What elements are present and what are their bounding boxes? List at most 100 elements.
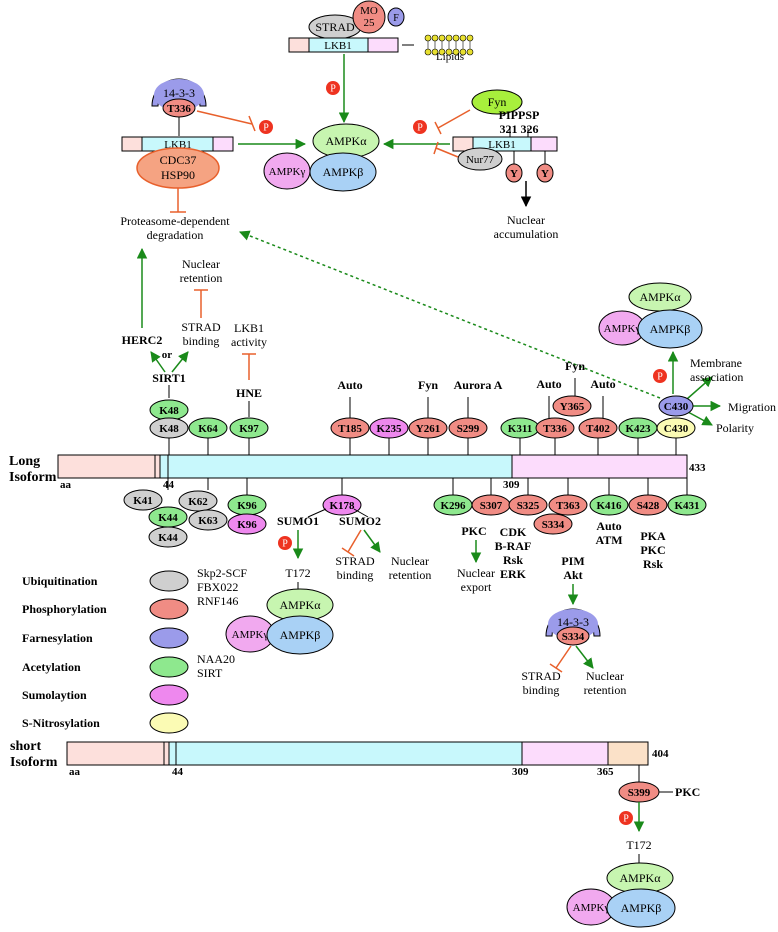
y-site-2	[536, 163, 554, 183]
ampk-beta-label-mid: AMPKβ	[280, 628, 321, 642]
sumo2-nuclear-retention-1: Nuclear	[391, 554, 429, 568]
lkb1-label: LKB1	[324, 40, 352, 52]
long-pos-433: 433	[689, 462, 706, 474]
phospho-badge-1433-label: P	[263, 123, 269, 134]
legend-note-acetylation-1: SIRT	[197, 666, 223, 680]
sumo2-nuclear-retention-2: retention	[389, 568, 432, 582]
k416-kinase-atm: ATM	[595, 533, 622, 547]
above-site-0-label: K48	[159, 405, 179, 417]
ampk-gamma-label: AMPKγ	[269, 166, 306, 178]
ampk-alpha-label-short: AMPKα	[620, 871, 662, 885]
above-site-14-label: C430	[664, 401, 689, 413]
fyn-label: Fyn	[488, 95, 507, 109]
long-kinase-segment	[167, 454, 513, 479]
legend-note-ubiquitination-0: Skp2-SCF	[197, 566, 247, 580]
y-site-1	[505, 163, 523, 183]
below-site-0-mark	[123, 489, 163, 511]
mo25-label-line2: 25	[364, 17, 376, 29]
sumo2-to-nuclear-arrow	[363, 529, 381, 553]
proteasome-label-1: Proteasome-dependent	[120, 214, 230, 228]
ampk-gamma-label-right: AMPKγ	[604, 323, 641, 335]
migration-label: Migration	[728, 400, 776, 414]
above-site-10-label: Y365	[560, 401, 585, 413]
above-site-3-mark	[229, 417, 269, 439]
below-site-15-label: K431	[674, 500, 699, 512]
nur77-inhibition-bar	[433, 141, 439, 155]
legend-swatch-sumoylation	[149, 684, 189, 706]
s334-bound-node	[556, 626, 590, 646]
above-site-5-mark	[369, 417, 409, 439]
protein-1433-label: 14-3-3	[163, 86, 195, 100]
ampk-complex-top: AMPKα AMPKγ AMPKβ	[263, 123, 380, 192]
fyn-sites-top: PIPPSP	[499, 108, 540, 122]
lipid-head-bottom-0	[424, 48, 432, 56]
mo25-node	[352, 0, 386, 34]
above-site-12-label: K423	[625, 423, 651, 435]
legend: UbiquitinationSkp2-SCFFBX022RNF146Phosph…	[22, 566, 247, 734]
s428-kinase-rsk: Rsk	[643, 557, 663, 571]
s325-kinase-cdk: CDK	[500, 525, 527, 539]
ampk-beta-label: AMPKβ	[323, 165, 364, 179]
lipid-head-top-1	[431, 34, 439, 42]
sumo2-inhibition-line	[347, 529, 362, 553]
above-site-9-mark	[535, 417, 575, 439]
above-site-1-label: K48	[159, 423, 179, 435]
c430-to-polarity-arrow	[687, 411, 713, 426]
s334-to-nuclear-arrow	[575, 645, 594, 669]
mo25-label-line1: MO	[360, 5, 378, 17]
polarity-label: Polarity	[716, 421, 754, 435]
above-site-13-label: C430	[664, 423, 689, 435]
lkb1-chaperone-complex: 14-3-3 T336 P LKB1 CDC37 HSP90 Proteasom…	[120, 78, 307, 242]
above-kinase-4: Fyn	[565, 359, 585, 373]
below-site-13-label: K416	[596, 500, 622, 512]
below-site-12-mark	[533, 513, 573, 535]
sumo2-inhibition-bar	[341, 547, 355, 557]
ampk-beta-node-mid	[266, 615, 334, 655]
nuclear-export-label-2: export	[461, 580, 492, 594]
below-site-10-mark	[508, 494, 548, 516]
farnesyl-node	[387, 7, 405, 27]
short-isoform-label-1: short	[10, 739, 41, 754]
strad-binding-label-2: binding	[183, 334, 220, 348]
above-kinase-0: Auto	[337, 378, 362, 392]
lkb1-activity-label-1: LKB1	[234, 321, 264, 335]
legend-swatch-acetylation	[149, 656, 189, 678]
phospho-badge-top-label: P	[330, 84, 336, 95]
membrane-lkb1-complex: STRAD MO 25 F LKB1 Lipids P	[288, 0, 474, 124]
farnesyl-label: F	[393, 13, 399, 24]
above-site-7-label: S299	[457, 423, 480, 435]
lkb1-cterm-segment	[367, 37, 399, 53]
lipid-head-top-4	[452, 34, 460, 42]
legend-note-acetylation-0: NAA20	[197, 652, 235, 666]
upstream-regulators: HERC2 or SIRT1 STRAD binding Nuclear ret…	[122, 230, 661, 417]
short-cterm-segment	[521, 741, 609, 766]
nuclear-retention-label-2: retention	[180, 271, 223, 285]
short-nterm-marker-1	[163, 741, 170, 766]
y-site-1-label: Y	[510, 168, 518, 180]
long-cterm-segment	[511, 454, 688, 479]
sumo2-strad-binding-1: STRAD	[335, 554, 375, 568]
hne-label: HNE	[236, 386, 262, 400]
below-site-9-label: S307	[480, 500, 503, 512]
short-isoform: short Isoform aa 44 309 365 404 S399 PKC…	[10, 739, 700, 928]
nuclear-export-label-1: Nuclear	[457, 566, 495, 580]
or-label: or	[162, 349, 173, 361]
above-site-14-mark	[658, 395, 694, 417]
legend-label-ubiquitination: Ubiquitination	[22, 574, 98, 588]
long-pos-309: 309	[503, 479, 520, 491]
t172-label-short: T172	[626, 838, 651, 852]
below-site-6-label: K96	[237, 519, 257, 531]
phospho-badge-top	[326, 81, 340, 95]
above-kinase-1: Fyn	[418, 378, 438, 392]
below-site-8-label: K296	[440, 500, 466, 512]
lipid-bilayer-icon	[424, 34, 474, 56]
lkb1-activity-label-2: activity	[231, 335, 267, 349]
above-site-9-label: T336	[543, 423, 567, 435]
lkb1b-nterm-segment	[121, 136, 143, 152]
proteasome-label-2: degradation	[147, 228, 204, 242]
legend-label-acetylation: Acetylation	[22, 660, 81, 674]
below-site-15-mark	[667, 494, 707, 516]
s325-kinase-braf: B-RAF	[495, 539, 532, 553]
above-kinase-2: Aurora A	[454, 378, 503, 392]
